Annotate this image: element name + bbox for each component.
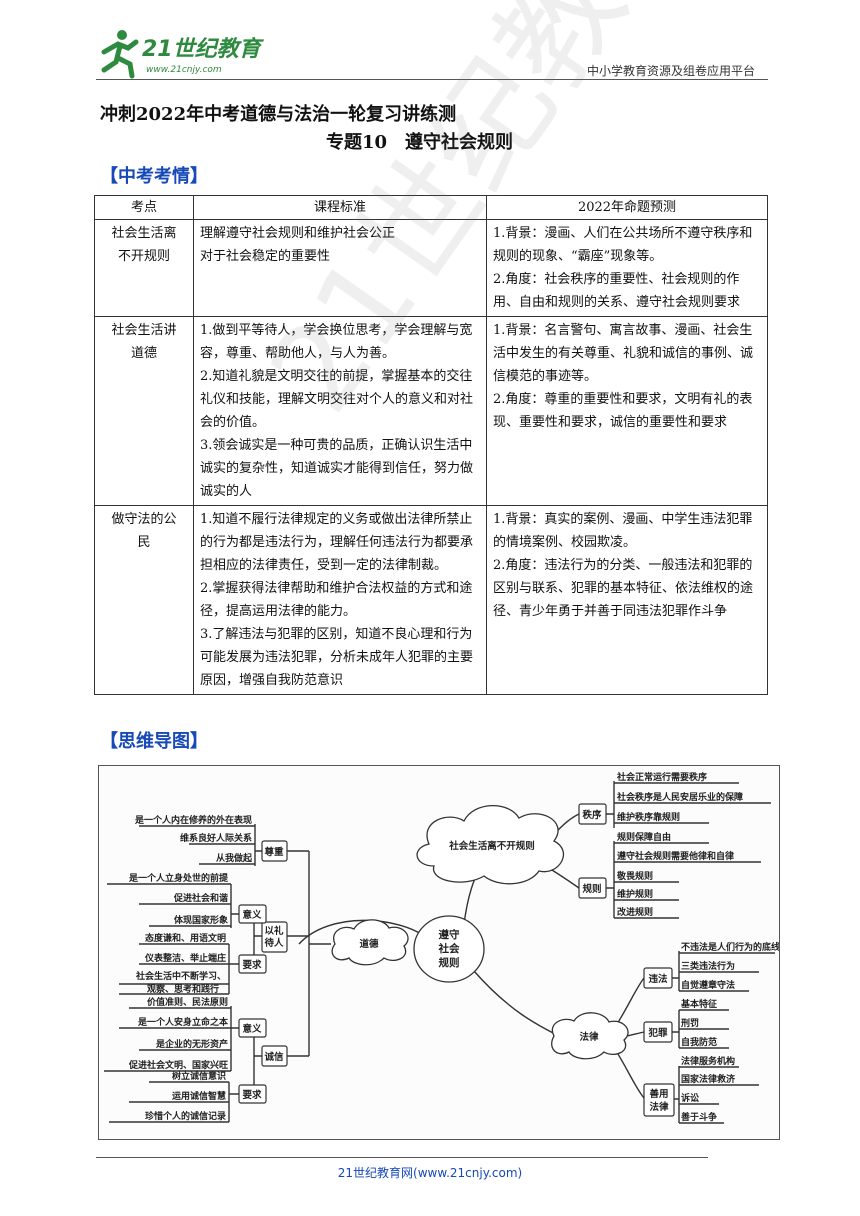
list-item: 敬畏规则	[616, 870, 653, 882]
node-zunzhong: 尊重	[264, 846, 284, 858]
list-item: 不违法是人们行为的底线	[681, 941, 780, 953]
list-item: 促进社会文明、国家兴旺	[128, 1059, 228, 1071]
node-zhixu: 秩序	[582, 809, 602, 821]
table-cell-forecast: 1.背景：真实的案例、漫画、中学生违法犯罪的情境案例、校园欺凌。 2.角度：违法…	[486, 505, 768, 695]
list-item: 社会正常运行需要秩序	[616, 771, 707, 783]
site-logo: 21世纪教育 www.21cnjy.com	[101, 30, 265, 79]
list-item: 维系良好人际关系	[180, 832, 252, 844]
list-item: 遵守社会规则需要他律和自律	[617, 850, 734, 862]
node-yili: 待人	[264, 937, 284, 949]
table-row: 社会生活离 不开规则 理解遵守社会规则和维护社会公正 对于社会稳定的重要性 1.…	[94, 219, 768, 317]
list-item: 价值准则、民法原则	[147, 996, 228, 1008]
list-item: 自我防范	[681, 1036, 717, 1048]
node-guize: 规则	[582, 883, 601, 895]
list-item: 规则保障自由	[617, 831, 671, 843]
list-item: 社会生活中不断学习、	[135, 970, 226, 982]
list-item: 态度谦和、用语文明	[145, 932, 226, 944]
table-cell-forecast: 1.背景：漫画、人们在公共场所不遵守秩序和规则的现象、“霸座”现象等。 2.角度…	[486, 219, 768, 317]
node-shanyong: 善用	[649, 1088, 668, 1100]
doc-subtitle: 专题10 遵守社会规则	[326, 132, 514, 153]
daode-label: 道德	[359, 938, 379, 950]
footer-text: 21世纪教育网(www.21cnjy.com)	[337, 1166, 523, 1180]
node-yili-yaoqiu: 要求	[242, 959, 262, 971]
table-cell-topic: 做守法的公 民	[94, 505, 194, 695]
header-platform-text: 中小学教育资源及组卷应用平台	[586, 64, 755, 78]
table-cell-topic: 社会生活讲 道德	[94, 316, 194, 506]
node-weifa: 违法	[648, 973, 668, 985]
table-header: 课程标准	[193, 195, 487, 220]
list-item: 珍惜个人的诚信记录	[145, 1110, 226, 1122]
center-text: 社会	[438, 942, 460, 955]
list-item: 是企业的无形资产	[155, 1038, 228, 1050]
mind-map: 遵守 社会 规则 社会生活离不开规则 道德 法律 秩序 规则 违法 犯罪 善用 …	[98, 765, 780, 1140]
list-item: 三类违法行为	[681, 960, 735, 972]
table-cell-standard: 1.做到平等待人，学会换位思考，学会理解与宽容，尊重、帮助他人，与人为善。 2.…	[193, 316, 487, 506]
node-chengxin-yaoqiu: 要求	[242, 1089, 262, 1101]
top-cloud-label: 社会生活离不开规则	[448, 840, 535, 852]
list-item: 维护规则	[617, 888, 653, 900]
list-item: 观察、思考和践行	[147, 983, 219, 995]
center-bubble	[413, 915, 485, 983]
doc-title: 冲刺2022年中考道德与法治一轮复习讲练测	[100, 104, 457, 125]
header-divider	[96, 79, 768, 80]
list-item: 诉讼	[681, 1092, 699, 1104]
table-cell-standard: 1.知道不履行法律规定的义务或做出法律所禁止的行为都是违法行为，理解任何违法行为…	[193, 505, 487, 695]
table-header-row: 考点 课程标准 2022年命题预测	[94, 195, 768, 220]
list-item: 国家法律救济	[681, 1073, 736, 1085]
list-item: 是一个人立身处世的前提	[128, 872, 229, 884]
node-fanzui: 犯罪	[647, 1027, 668, 1039]
table-cell-forecast: 1.背景：名言警句、寓言故事、漫画、社会生活中发生的有关尊重、礼貌和诚信的事例、…	[486, 316, 768, 506]
list-item: 基本特征	[680, 998, 717, 1010]
exam-info-table: 考点 课程标准 2022年命题预测 社会生活离 不开规则 理解遵守社会规则和维护…	[94, 195, 768, 695]
cloud-falv	[551, 1012, 629, 1060]
center-text: 遵守	[439, 928, 460, 941]
table-header: 考点	[94, 195, 194, 220]
list-item: 仪表整洁、举止端庄	[144, 952, 226, 964]
node-chengxin-yiyi: 意义	[242, 1023, 262, 1035]
table-cell-standard: 理解遵守社会规则和维护社会公正 对于社会稳定的重要性	[193, 219, 487, 317]
list-item: 体现国家形象	[174, 914, 228, 926]
node-chengxin: 诚信	[264, 1051, 284, 1063]
list-item: 法律服务机构	[681, 1055, 735, 1067]
center-text: 规则	[439, 956, 460, 969]
logo-text: 21世纪教育	[142, 36, 265, 62]
list-item: 运用诚信智慧	[172, 1090, 226, 1102]
list-item: 维护秩序靠规则	[617, 811, 680, 823]
section-heading-kaoqing: 【中考考情】	[100, 166, 208, 187]
table-cell-topic: 社会生活离 不开规则	[94, 219, 194, 317]
node-yili: 以礼	[264, 925, 284, 937]
list-item: 刑罚	[681, 1017, 699, 1029]
list-item: 善于斗争	[681, 1111, 717, 1123]
logo-url: www.21cnjy.com	[146, 65, 222, 75]
falv-label: 法律	[579, 1031, 599, 1043]
runner-icon	[101, 30, 139, 79]
list-item: 是一个人内在修养的外在表现	[134, 814, 252, 826]
list-item: 社会秩序是人民安居乐业的保障	[616, 791, 743, 803]
section-heading-mindmap: 【思维导图】	[100, 731, 208, 752]
node-yili-yiyi: 意义	[242, 909, 262, 921]
node-shanyong: 法律	[649, 1101, 669, 1113]
list-item: 树立诚信意识	[172, 1070, 226, 1082]
list-item: 改进规则	[617, 906, 653, 918]
table-row: 做守法的公 民 1.知道不履行法律规定的义务或做出法律所禁止的行为都是违法行为，…	[94, 505, 768, 695]
list-item: 促进社会和谐	[173, 892, 228, 904]
table-header: 2022年命题预测	[486, 195, 768, 220]
list-item: 是一个人安身立命之本	[137, 1016, 229, 1028]
cloud-daode	[331, 919, 409, 966]
list-item: 从我做起	[216, 852, 253, 864]
footer-divider	[96, 1157, 708, 1158]
cloud-top	[416, 805, 565, 885]
list-item: 自觉遵章守法	[681, 979, 735, 991]
table-row: 社会生活讲 道德 1.做到平等待人，学会换位思考，学会理解与宽容，尊重、帮助他人…	[94, 316, 768, 506]
